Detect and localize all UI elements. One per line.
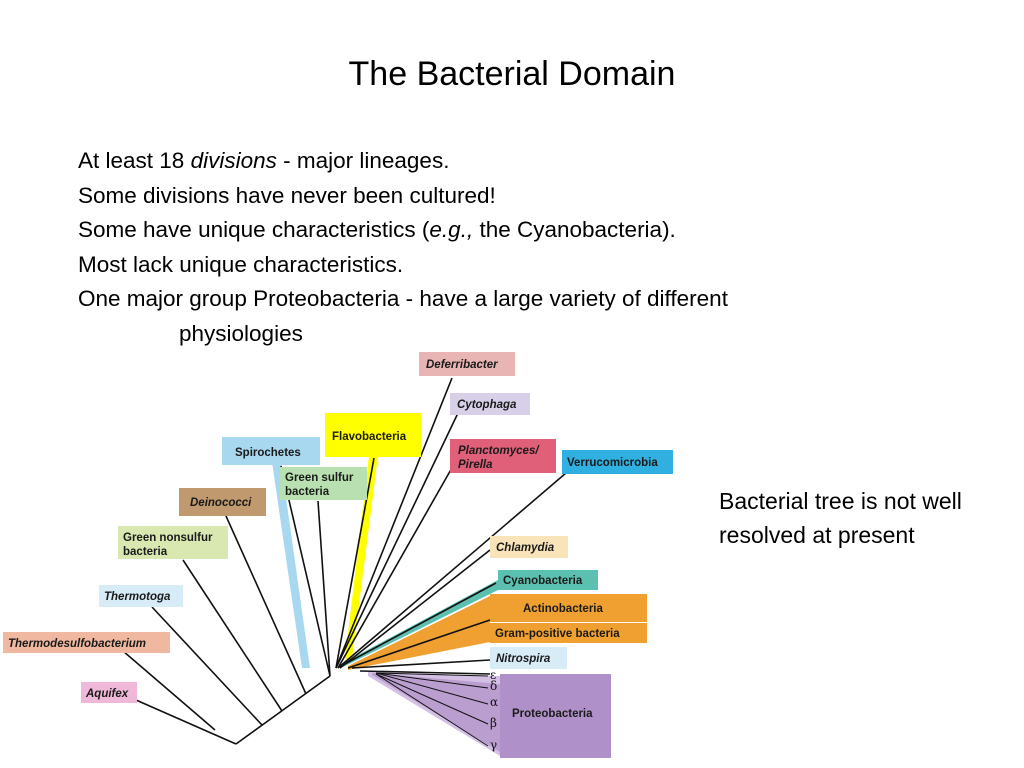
branch-spirochetes bbox=[280, 465, 331, 677]
branch-deinococci bbox=[225, 515, 307, 695]
branch-nitrospira bbox=[351, 659, 491, 669]
taxon-label-chlamydia: Chlamydia bbox=[490, 536, 568, 558]
tree-branches bbox=[122, 377, 567, 745]
svg-text:Gram-positive bacteria: Gram-positive bacteria bbox=[495, 628, 620, 640]
branch-deferribacter bbox=[335, 377, 453, 669]
branch-cytophaga bbox=[335, 412, 459, 669]
bullet-line-4: Most lack unique characteristics. bbox=[78, 251, 404, 277]
taxon-label-cyanobacteria: Cyanobacteria bbox=[498, 570, 598, 590]
bullet-emphasis: e.g., bbox=[429, 217, 474, 242]
branch-green-sulfur bbox=[317, 500, 331, 677]
delta-label: δ bbox=[490, 679, 497, 693]
branch-thermotoga bbox=[151, 606, 263, 726]
svg-text:Verrucomicrobia: Verrucomicrobia bbox=[567, 457, 658, 469]
taxon-label-nitrospira: Nitrospira bbox=[490, 647, 567, 669]
taxon-label-planctomyces: Planctomyces/ Pirella bbox=[450, 439, 556, 473]
svg-text:Cyanobacteria: Cyanobacteria bbox=[503, 575, 583, 587]
svg-text:Proteobacteria: Proteobacteria bbox=[512, 708, 593, 720]
svg-text:Pirella: Pirella bbox=[458, 459, 493, 471]
branch-cyanobacteria bbox=[342, 582, 497, 666]
bullet-list: At least 18 divisions - major lineages. … bbox=[78, 144, 938, 351]
root-trunk bbox=[235, 675, 331, 745]
svg-text:Nitrospira: Nitrospira bbox=[496, 653, 551, 665]
branch-thermodesulfobacterium bbox=[122, 650, 216, 731]
svg-text:Aquifex: Aquifex bbox=[85, 688, 129, 700]
taxon-label-actinobacteria: Actinobacteria bbox=[490, 594, 647, 622]
branch-planctomyces bbox=[337, 465, 454, 669]
proteobacteria-subgroups: ε δ α β γ bbox=[490, 668, 498, 752]
taxon-label-thermotoga: Thermotoga bbox=[99, 585, 183, 607]
alpha-label: α bbox=[490, 695, 498, 709]
svg-text:Planctomyces/: Planctomyces/ bbox=[458, 445, 540, 457]
svg-text:Cytophaga: Cytophaga bbox=[457, 399, 517, 411]
taxon-label-aquifex: Aquifex bbox=[81, 682, 137, 703]
branch-aquifex bbox=[135, 699, 237, 745]
svg-text:Deferribacter: Deferribacter bbox=[426, 359, 498, 371]
actinobacteria-wedge bbox=[348, 596, 490, 670]
taxon-label-spirochetes: Spirochetes bbox=[222, 437, 320, 465]
bullet-line-5-continued: physiologies bbox=[179, 320, 303, 346]
bullet-line-3: Some have unique characteristics (e.g., … bbox=[78, 213, 938, 248]
svg-text:Deinococci: Deinococci bbox=[190, 497, 252, 509]
taxon-label-cytophaga: Cytophaga bbox=[450, 393, 530, 415]
bullet-line-5: One major group Proteobacteria - have a … bbox=[78, 286, 728, 311]
taxon-label-proteobacteria: Proteobacteria bbox=[500, 674, 611, 758]
branch-chlamydia bbox=[339, 549, 491, 669]
spirochetes-wedge bbox=[272, 462, 310, 668]
taxon-label-deinococci: Deinococci bbox=[179, 488, 266, 516]
svg-text:Thermodesulfobacterium: Thermodesulfobacterium bbox=[8, 638, 146, 650]
svg-text:Green sulfur: Green sulfur bbox=[285, 472, 354, 484]
epsilon-label: ε bbox=[490, 668, 496, 682]
flavobacteria-wedge bbox=[345, 456, 378, 659]
bullet-emphasis: divisions bbox=[190, 148, 277, 173]
taxon-label-verrucomicrobia: Verrucomicrobia bbox=[562, 450, 673, 474]
side-note: Bacterial tree is not well resolved at p… bbox=[719, 488, 962, 548]
svg-text:bacteria: bacteria bbox=[285, 486, 330, 498]
bullet-text: At least 18 bbox=[78, 148, 191, 173]
taxon-label-deferribacter: Deferribacter bbox=[419, 352, 515, 376]
gamma-label: γ bbox=[490, 738, 497, 752]
bullet-line-1: At least 18 divisions - major lineages. bbox=[78, 144, 938, 179]
slide-title: The Bacterial Domain bbox=[348, 55, 676, 93]
branch-flavobacteria bbox=[335, 457, 375, 669]
svg-text:bacteria: bacteria bbox=[123, 546, 168, 558]
bullet-text: Some have unique characteristics ( bbox=[78, 217, 430, 242]
svg-text:Actinobacteria: Actinobacteria bbox=[523, 603, 603, 615]
svg-text:Flavobacteria: Flavobacteria bbox=[332, 431, 407, 443]
svg-text:Green nonsulfur: Green nonsulfur bbox=[123, 532, 213, 544]
svg-text:Chlamydia: Chlamydia bbox=[496, 542, 555, 554]
svg-text:Thermotoga: Thermotoga bbox=[104, 591, 171, 603]
taxon-label-gram-positive: Gram-positive bacteria bbox=[490, 623, 647, 643]
branch-proteobacteria bbox=[359, 670, 491, 675]
taxon-label-green-nonsulfur: Green nonsulfur bacteria bbox=[118, 526, 228, 559]
taxon-label-flavobacteria: Flavobacteria bbox=[325, 413, 421, 457]
bullet-text: the Cyanobacteria). bbox=[473, 217, 676, 242]
svg-text:Spirochetes: Spirochetes bbox=[235, 447, 301, 459]
beta-label: β bbox=[490, 716, 497, 730]
bullet-line-2: Some divisions have never been cultured! bbox=[78, 182, 496, 208]
taxon-label-green-sulfur: Green sulfur bacteria bbox=[280, 467, 367, 500]
bullet-text: - major lineages. bbox=[276, 148, 450, 173]
branch-green-nonsulfur bbox=[182, 559, 283, 712]
taxon-label-thermodesulfobacterium: Thermodesulfobacterium bbox=[3, 632, 170, 653]
branch-gram-positive bbox=[347, 619, 491, 669]
proteobacteria-subbranches bbox=[375, 672, 489, 747]
branch-verrucomicrobia bbox=[337, 472, 567, 669]
